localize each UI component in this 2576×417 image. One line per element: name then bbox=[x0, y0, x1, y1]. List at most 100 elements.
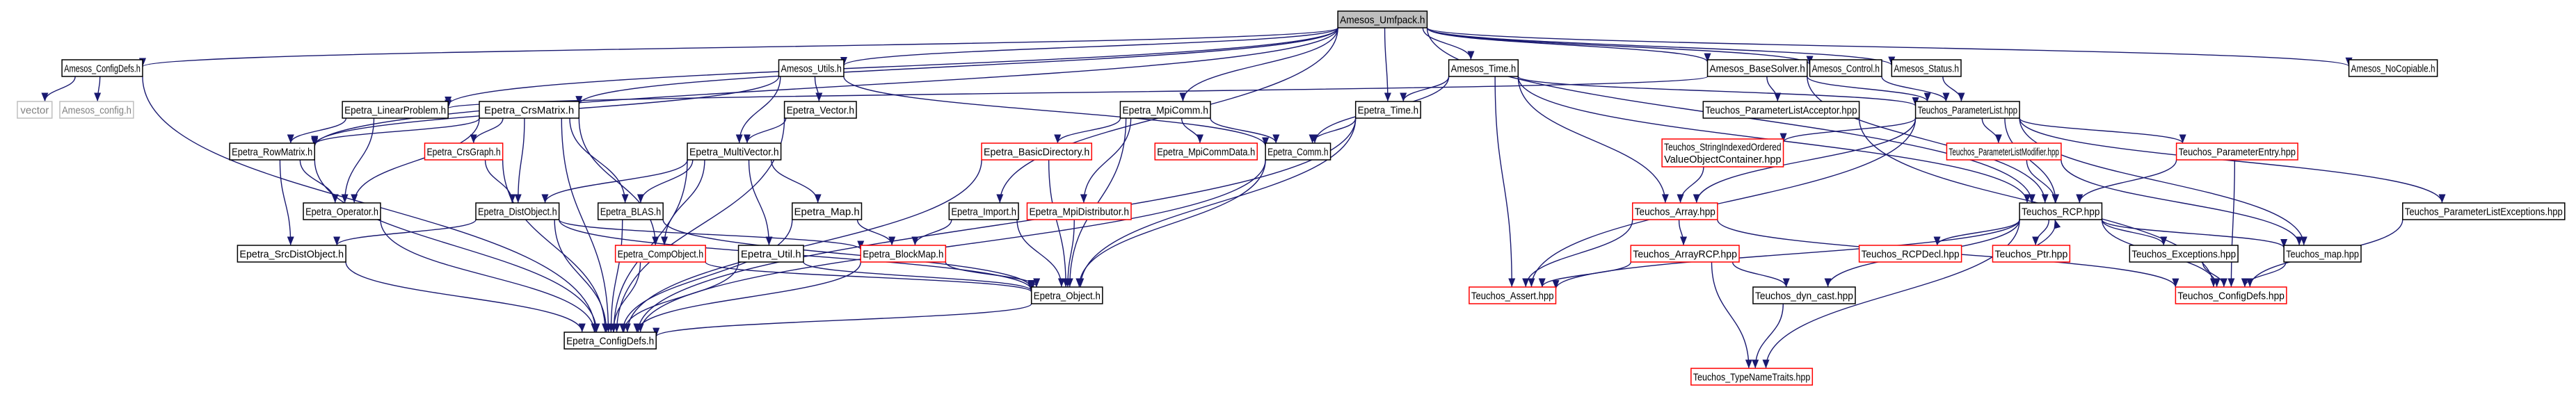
node-label: Teuchos_Array.hpp bbox=[1635, 206, 1715, 218]
node-label: Teuchos_ParameterList.hpp bbox=[1918, 104, 2018, 116]
node-label: Epetra_CrsGraph.h bbox=[427, 146, 501, 158]
node-eobject[interactable]: Epetra_Object.h bbox=[1030, 286, 1103, 304]
node-label: Epetra_Time.h bbox=[1358, 104, 1418, 116]
node-basicdir[interactable]: Epetra_BasicDirectory.h bbox=[981, 142, 1093, 161]
node-box bbox=[2175, 142, 2298, 161]
node-amconfig[interactable]: Amesos_config.h bbox=[59, 101, 134, 119]
node-box bbox=[614, 245, 706, 263]
node-box bbox=[1154, 142, 1258, 161]
node-tpentry[interactable]: Teuchos_ParameterEntry.hpp bbox=[2175, 142, 2298, 161]
node-crsgraph[interactable]: Epetra_CrsGraph.h bbox=[424, 142, 504, 161]
node-utils[interactable]: Amesos_Utils.h bbox=[778, 59, 845, 77]
node-label: Epetra_RowMatrix.h bbox=[232, 146, 312, 158]
node-eimport[interactable]: Epetra_Import.h bbox=[948, 202, 1019, 220]
node-box bbox=[948, 202, 1019, 220]
node-cfgdefs[interactable]: Amesos_ConfigDefs.h bbox=[61, 59, 143, 77]
node-trcpdecl[interactable]: Teuchos_RCPDecl.hpp bbox=[1858, 245, 1962, 263]
node-tplmod[interactable]: Teuchos_ParameterListModifier.hpp bbox=[1946, 142, 2062, 161]
node-emap[interactable]: Epetra_Map.h bbox=[792, 202, 863, 220]
node-vector[interactable]: vector bbox=[17, 101, 53, 119]
edge-root-to-basesolver bbox=[1426, 27, 1711, 63]
edge-tarrayrcp-to-tassert bbox=[1538, 261, 1631, 288]
edge-basicdir-to-eobject bbox=[1048, 159, 1070, 288]
node-mpidist[interactable]: Epetra_MpiDistributor.h bbox=[1026, 202, 1132, 220]
node-mpicommdata[interactable]: Epetra_MpiCommData.h bbox=[1154, 142, 1258, 161]
node-compobject[interactable]: Epetra_CompObject.h bbox=[614, 245, 706, 263]
edge-tarrayrcp-to-tdyncast bbox=[1731, 261, 1790, 288]
node-box bbox=[1858, 245, 1962, 263]
edge-crsmatrix-to-rowmatrix bbox=[311, 117, 480, 145]
node-blockmap[interactable]: Epetra_BlockMap.h bbox=[860, 245, 947, 263]
node-label: Teuchos_ParameterListExceptions.hpp bbox=[2405, 206, 2563, 218]
node-box bbox=[1030, 286, 1103, 304]
node-box bbox=[2402, 202, 2566, 220]
edge-mpicomm-to-ecomm bbox=[1210, 117, 1280, 144]
node-eutil[interactable]: Epetra_Util.h bbox=[737, 245, 804, 263]
edge-root-to-control bbox=[1426, 27, 1814, 65]
node-label: Teuchos_RCP.hpp bbox=[2022, 206, 2099, 218]
node-tconfigdefs[interactable]: Teuchos_ConfigDefs.hpp bbox=[2175, 286, 2287, 304]
node-mpicomm[interactable]: Epetra_MpiComm.h bbox=[1119, 101, 1211, 119]
node-tplacc[interactable]: Teuchos_ParameterListAcceptor.hpp bbox=[1702, 101, 1860, 119]
edge-trcp-to-texc bbox=[2101, 219, 2168, 246]
edge-basesolver-to-trcp bbox=[1807, 76, 2049, 204]
node-eoperator[interactable]: Epetra_Operator.h bbox=[303, 202, 381, 220]
edge-ecomm-to-eobject bbox=[1075, 159, 1266, 288]
node-etime[interactable]: Epetra_Time.h bbox=[1354, 101, 1421, 119]
node-label: Epetra_Comm.h bbox=[1267, 146, 1328, 158]
edge-mpicomm-to-basicdir bbox=[1054, 117, 1121, 144]
node-label: Teuchos_RCPDecl.hpp bbox=[1862, 248, 1960, 260]
node-evector[interactable]: Epetra_Vector.h bbox=[783, 101, 857, 119]
node-econfigdefs[interactable]: Epetra_ConfigDefs.h bbox=[563, 332, 657, 350]
node-time[interactable]: Amesos_Time.h bbox=[1448, 59, 1519, 77]
node-blas[interactable]: Epetra_BLAS.h bbox=[597, 202, 664, 220]
edge-tarrayrcp-to-ttypename bbox=[1711, 261, 1752, 369]
node-box bbox=[303, 202, 381, 220]
node-tplist[interactable]: Teuchos_ParameterList.hpp bbox=[1914, 101, 2020, 119]
node-tsiovoc[interactable]: Teuchos_StringIndexedOrderedValueObjectC… bbox=[1661, 138, 1784, 167]
edge-rowmatrix-to-srcdist bbox=[279, 159, 294, 246]
edge-linprob-to-rowmatrix bbox=[287, 117, 347, 144]
node-label: Epetra_MultiVector.h bbox=[689, 146, 779, 158]
node-box bbox=[792, 202, 863, 220]
node-tassert[interactable]: Teuchos_Assert.hpp bbox=[1469, 286, 1557, 304]
edge-compobject-to-eobject bbox=[705, 261, 1035, 293]
node-label: Teuchos_ArrayRCP.hpp bbox=[1633, 248, 1737, 260]
node-tdyncast[interactable]: Teuchos_dyn_cast.hpp bbox=[1752, 286, 1856, 304]
node-tptr[interactable]: Teuchos_Ptr.hpp bbox=[1992, 245, 2071, 263]
node-texc[interactable]: Teuchos_Exceptions.hpp bbox=[2129, 245, 2239, 263]
node-box bbox=[687, 142, 782, 161]
node-tplexc[interactable]: Teuchos_ParameterListExceptions.hpp bbox=[2402, 202, 2566, 220]
edge-eimport-to-blockmap bbox=[911, 219, 952, 246]
node-basesolver[interactable]: Amesos_BaseSolver.h bbox=[1706, 59, 1808, 77]
edge-blas-to-eobject bbox=[662, 219, 1035, 289]
edge-tplist-to-tassert bbox=[1528, 117, 1917, 288]
node-root[interactable]: Amesos_Umfpack.h bbox=[1337, 10, 1428, 28]
node-status[interactable]: Amesos_Status.h bbox=[1891, 59, 1962, 77]
node-crsmatrix[interactable]: Epetra_CrsMatrix.h bbox=[479, 101, 580, 119]
edge-layer bbox=[41, 27, 2446, 369]
node-ttypename[interactable]: Teuchos_TypeNameTraits.hpp bbox=[1690, 368, 1814, 386]
node-srcdist[interactable]: Epetra_SrcDistObject.h bbox=[237, 245, 346, 263]
edge-utils-to-ecomm bbox=[843, 76, 1269, 147]
node-nocopy[interactable]: Amesos_NoCopiable.h bbox=[2348, 59, 2438, 77]
node-box bbox=[1992, 245, 2071, 263]
node-tarray[interactable]: Teuchos_Array.hpp bbox=[1632, 202, 1718, 220]
edge-root-to-etime bbox=[1384, 27, 1391, 102]
node-linprob[interactable]: Epetra_LinearProblem.h bbox=[342, 101, 449, 119]
node-box bbox=[1354, 101, 1421, 119]
node-tmap[interactable]: Teuchos_map.hpp bbox=[2283, 245, 2362, 263]
node-multivector[interactable]: Epetra_MultiVector.h bbox=[687, 142, 782, 161]
node-ecomm[interactable]: Epetra_Comm.h bbox=[1265, 142, 1331, 161]
node-box bbox=[1469, 286, 1557, 304]
edge-tarray-to-tassert bbox=[1522, 219, 1633, 288]
node-tarrayrcp[interactable]: Teuchos_ArrayRCP.hpp bbox=[1630, 245, 1740, 263]
node-label: Teuchos_Ptr.hpp bbox=[1994, 248, 2067, 260]
node-control[interactable]: Amesos_Control.h bbox=[1809, 59, 1882, 77]
edge-multivector-to-emap bbox=[770, 159, 822, 204]
node-trcp[interactable]: Teuchos_RCP.hpp bbox=[2019, 202, 2103, 220]
node-distobject[interactable]: Epetra_DistObject.h bbox=[475, 202, 560, 220]
node-label: Amesos_Utils.h bbox=[781, 63, 841, 74]
node-rowmatrix[interactable]: Epetra_RowMatrix.h bbox=[229, 142, 316, 161]
edge-root-to-crsmatrix bbox=[575, 27, 1338, 105]
